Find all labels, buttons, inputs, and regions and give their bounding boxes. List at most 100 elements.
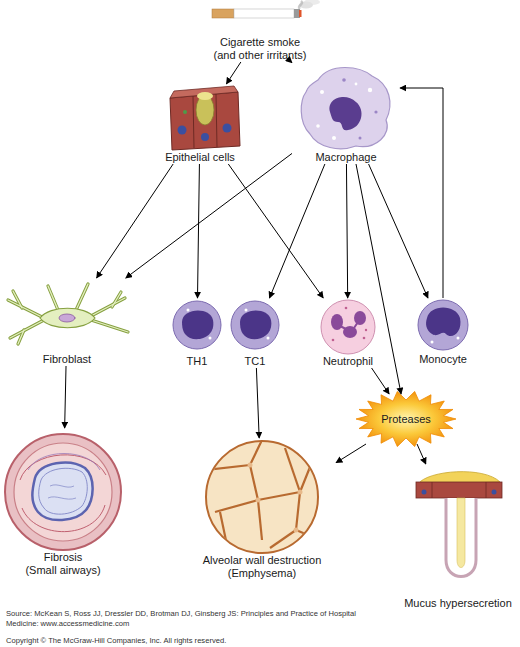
- arrow-connector: [198, 164, 200, 298]
- epithelial-illustration: [183, 110, 187, 114]
- neutrophil-cell: Neutrophil: [305, 298, 391, 368]
- neutrophil-illustration: [340, 322, 358, 330]
- fibroblast-illustration: [76, 284, 88, 310]
- emphysema-illustration: [248, 463, 303, 533]
- fibroblast-illustration: [48, 286, 58, 310]
- monocyte-illustration: [418, 300, 468, 350]
- epithelial-illustration: [170, 86, 240, 150]
- node-label: Cigarette smoke (and other irritants): [214, 36, 307, 62]
- emphysema-illustration: [285, 448, 300, 492]
- epithelial-illustration: [193, 96, 194, 148]
- emphysema-illustration: [294, 528, 299, 533]
- macrophage-cell: Macrophage: [292, 62, 400, 164]
- neutrophil-illustration: [345, 307, 348, 310]
- emphysema-illustration: [270, 530, 296, 548]
- copyright-note: Copyright © The McGraw-Hill Companies, I…: [6, 636, 366, 646]
- node-label: Proteases: [381, 413, 431, 426]
- mucus-gland: Mucus hypersecretion: [402, 464, 514, 610]
- fibrosis-illustration: [32, 463, 92, 521]
- th1-illustration: [187, 309, 190, 312]
- fibroblast-cell: Fibroblast: [2, 278, 132, 366]
- fibroblast-illustration: [48, 286, 58, 310]
- irritant-source: Cigarette smoke (and other irritants): [190, 4, 330, 62]
- epithelial-illustration: [223, 124, 232, 133]
- fibroblast-illustration: [8, 300, 44, 318]
- cigarette-illustration: [299, 10, 302, 17]
- emphysema-illustration: [206, 440, 262, 470]
- mucus-gland-illustration: [492, 490, 497, 495]
- tc1-illustration: [267, 337, 270, 340]
- neutrophil-illustration: [321, 300, 375, 354]
- th1-cell: TH1: [168, 298, 226, 368]
- arrow-connector: [256, 368, 259, 438]
- emphysema-illustration: [215, 465, 258, 512]
- arrow-connector: [97, 164, 174, 278]
- fibroblast-illustration: [40, 308, 95, 328]
- arrow-connector: [372, 368, 390, 394]
- macrophage-illustration: [332, 136, 336, 140]
- emphysema-illustration: [298, 490, 303, 495]
- neutrophil-illustration: [363, 337, 366, 340]
- fibroblast-illustration: [8, 284, 128, 344]
- arrow-connector: [400, 88, 443, 298]
- emphysema-illustration: [220, 512, 228, 550]
- arrow-connector: [65, 366, 66, 428]
- arrow-connector: [291, 62, 293, 64]
- monocyte-illustration: [418, 300, 468, 350]
- fibrosis-illustration: [5, 434, 121, 550]
- mucus-gland-illustration: [446, 498, 476, 577]
- protease-burst: Proteases: [360, 394, 452, 444]
- mucus-gland-illustration: [416, 482, 502, 498]
- node-label: TH1: [187, 355, 208, 368]
- cigarette-illustration: [299, 1, 302, 9]
- node-label: Monocyte: [419, 353, 467, 366]
- fibroblast-illustration: [8, 284, 128, 344]
- epithelial-cells: Epithelial cells: [150, 84, 250, 164]
- cigarette-illustration: [304, 0, 320, 5]
- fibrosis-illustration: [5, 434, 121, 550]
- text-line: Alveolar wall destruction: [203, 554, 322, 567]
- emphysema-illustration: [258, 462, 312, 500]
- th1-illustration: [173, 301, 221, 349]
- mucus-gland-illustration: [422, 490, 427, 495]
- text-line: (Small airways): [25, 564, 100, 577]
- fibroblast-illustration: [8, 300, 44, 318]
- mucus-gland-illustration: [486, 482, 487, 498]
- arrow-connector: [346, 164, 347, 298]
- macrophage-illustration: [355, 83, 358, 86]
- macrophage-illustration: [359, 137, 362, 140]
- protease-burst-shape: [356, 391, 456, 446]
- tc1-illustration: [231, 301, 279, 349]
- text-line: (Emphysema): [203, 567, 322, 580]
- macrophage-illustration: [374, 110, 377, 113]
- emphysema-illustration: [256, 498, 261, 503]
- tc1-illustration: [240, 310, 271, 339]
- emphysema-illustration: [206, 441, 318, 553]
- fibroblast-illustration: [91, 320, 128, 332]
- macrophage-illustration: [320, 90, 324, 94]
- monocyte-cell: Monocyte: [408, 298, 478, 366]
- fibrosis-illustration: [48, 485, 76, 499]
- cigarette-illustration: [234, 9, 294, 18]
- protease-burst-shape: [356, 391, 456, 446]
- fibrosis-illustration: [14, 443, 112, 541]
- node-label: TC1: [245, 355, 266, 368]
- text-line: (and other irritants): [214, 49, 307, 62]
- node-label: Fibroblast: [43, 353, 91, 366]
- fibroblast-illustration: [8, 284, 128, 344]
- arrow-connector: [369, 164, 428, 298]
- emphysema-illustration: [206, 440, 320, 553]
- fibroblast-illustration: [91, 298, 125, 316]
- epithelial-illustration: [170, 92, 240, 150]
- node-label: Mucus hypersecretion: [404, 597, 512, 610]
- epithelial-illustration: [178, 126, 187, 135]
- fibrosis-illustration: [39, 468, 88, 514]
- emphysema-illustration: [248, 463, 253, 468]
- arrow-connector: [126, 153, 292, 278]
- fibroblast-illustration: [91, 298, 125, 316]
- neutrophil-illustration: [365, 329, 367, 331]
- mucus-gland-illustration: [432, 482, 433, 498]
